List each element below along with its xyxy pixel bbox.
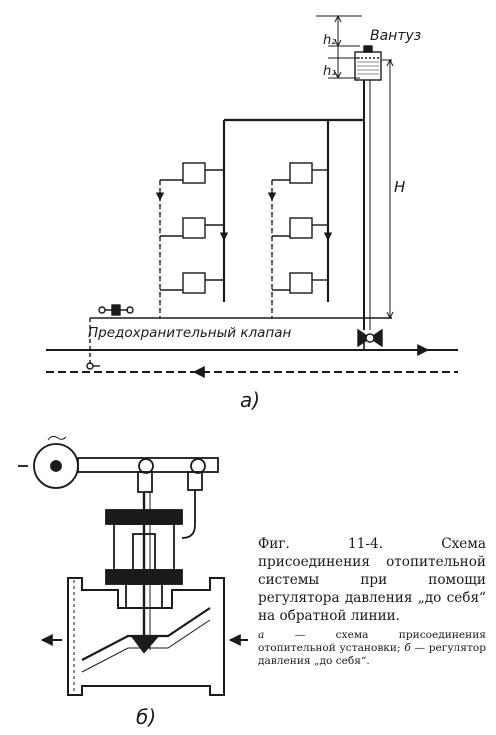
caption-main: Фиг. 11-4. Схема присоединения отопитель… <box>258 536 486 624</box>
radiator-group-right <box>267 162 333 318</box>
height-H-dimension <box>382 58 394 320</box>
legend-b-text: — регулятор давления „до себя“. <box>258 642 486 667</box>
height-H-label: H <box>394 178 405 196</box>
regulator-stem-and-housing <box>105 471 203 650</box>
vent-label: Вантуз <box>370 28 421 44</box>
pressure-regulator-symbol <box>357 328 383 348</box>
radiator <box>182 162 206 184</box>
vent-height-dimensions <box>316 14 362 80</box>
legend-b-key: б <box>404 642 411 654</box>
regulator-valve-body <box>40 577 248 696</box>
radiator <box>182 272 206 294</box>
external-mains <box>46 338 458 378</box>
h1-label: h₁ <box>323 64 336 79</box>
radiator <box>182 217 206 239</box>
safety-valve-label: Предохранительный клапан <box>88 325 292 341</box>
diagram-a-heating-scheme: Вантуз h₂ h₁ H Предохранительный клапан … <box>46 14 458 412</box>
radiator <box>289 272 313 294</box>
radiator <box>289 162 313 184</box>
radiator <box>289 217 313 239</box>
diagram-a-sublabel: а) <box>240 388 260 412</box>
air-vent-tank <box>354 45 382 330</box>
h2-label: h₂ <box>323 33 336 48</box>
legend-a-text: — схема присоединения отопительной устан… <box>258 629 486 654</box>
diagram-b-sublabel: б) <box>136 705 156 729</box>
safety-valve <box>86 304 134 370</box>
radiator-group-left <box>155 162 229 318</box>
heating-system-piping <box>90 118 392 319</box>
figure-caption: Фиг. 11-4. Схема присоединения отопитель… <box>258 535 486 625</box>
legend-a-key: а <box>258 629 265 641</box>
figure-legend: а — схема присоединения отопительной уст… <box>258 629 486 668</box>
diagram-b-pressure-regulator: б) <box>18 435 248 729</box>
